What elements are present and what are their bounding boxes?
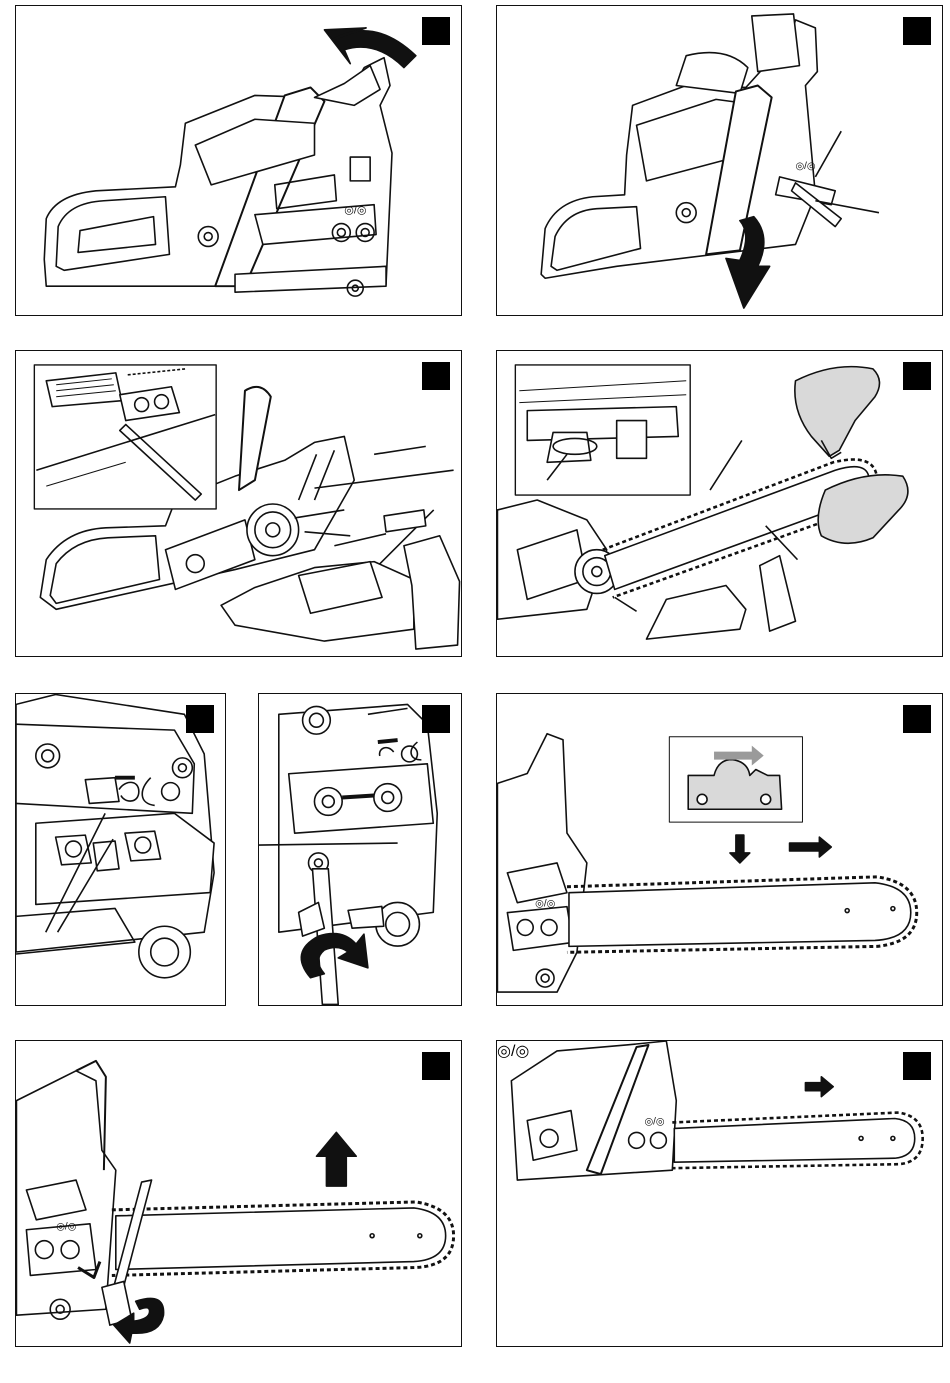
- svg-text:◎/◎: ◎/◎: [644, 1116, 664, 1127]
- guide-bar-icon: [569, 883, 911, 947]
- svg-text:◎/◎: ◎/◎: [56, 1222, 76, 1233]
- step-badge: [422, 17, 450, 45]
- svg-text:◎/◎: ◎/◎: [535, 899, 555, 910]
- step-badge: [422, 705, 450, 733]
- step-badge: [903, 17, 931, 45]
- arrow-down-icon: [730, 835, 750, 863]
- figure-panel-5b: [258, 693, 462, 1006]
- step-badge: [903, 705, 931, 733]
- guide-bar-icon: [116, 1208, 446, 1270]
- step-badge: [903, 362, 931, 390]
- arrow-right-icon: [805, 1077, 833, 1097]
- figure-panel-2: ◎/◎: [496, 5, 943, 316]
- chainsaw-illustration: ◎/◎: [16, 1041, 461, 1346]
- arrow-right-icon: [790, 837, 832, 857]
- step-badge: [903, 1052, 931, 1080]
- step-badge: [422, 1052, 450, 1080]
- curved-arrow-icon: [324, 28, 415, 68]
- chainsaw-illustration: ◎/◎: [16, 6, 461, 315]
- glove-icon: [795, 367, 880, 457]
- chainsaw-illustration: ◎/◎: [497, 694, 942, 1005]
- chain-tensioner-illustration: [16, 694, 225, 1005]
- figure-panel-7: ◎/◎: [15, 1040, 462, 1347]
- svg-text:◎/◎: ◎/◎: [796, 161, 816, 172]
- figure-panel-4: [496, 350, 943, 657]
- chain-link-icon: [669, 737, 802, 822]
- figure-panel-8: ◎/◎ ◎/◎: [496, 1040, 943, 1347]
- detail-inset: [34, 365, 216, 509]
- chainsaw-illustration: ◎/◎: [497, 6, 942, 315]
- figure-panel-5a: [15, 693, 226, 1006]
- upper-view: ◎/◎: [511, 1041, 922, 1180]
- chainsaw-illustration: [16, 351, 461, 656]
- chainsaw-illustration: [497, 351, 942, 656]
- step-badge: [186, 705, 214, 733]
- guide-bar-icon: [674, 1118, 914, 1162]
- chain-tensioner-illustration: [259, 694, 461, 1005]
- svg-text:◎/◎: ◎/◎: [344, 205, 366, 217]
- arrow-up-icon: [316, 1132, 356, 1186]
- detail-inset: [515, 365, 690, 495]
- figure-panel-6: ◎/◎: [496, 693, 943, 1006]
- step-badge: [422, 362, 450, 390]
- figure-panel-3: [15, 350, 462, 657]
- figure-panel-1: ◎/◎: [15, 5, 462, 316]
- chainsaw-illustration: ◎/◎: [497, 1041, 942, 1346]
